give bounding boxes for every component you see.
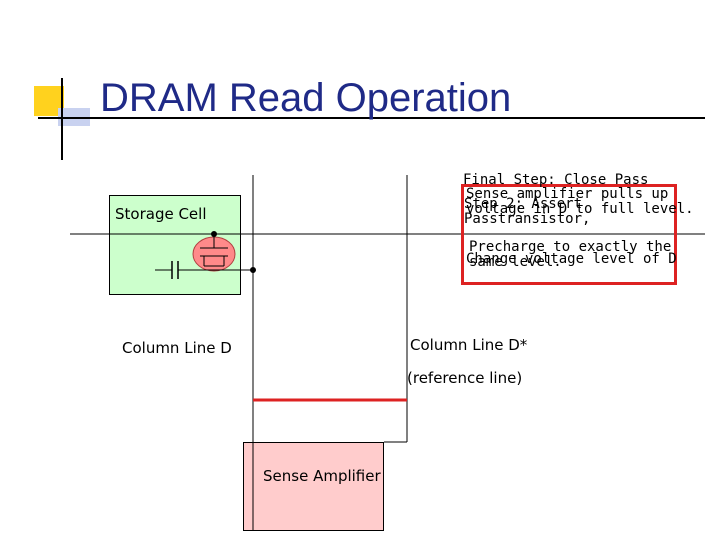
step-sense-text: Sense amplifier pulls up voltage in D to…: [466, 186, 694, 217]
storage-cell-label: Storage Cell: [115, 205, 207, 223]
slide-title: DRAM Read Operation: [100, 76, 512, 120]
column-line-d-label: Column Line D: [122, 339, 232, 357]
step-final-text: Final Step: Close Pass: [463, 172, 649, 188]
step-precharge-text: Precharge to exactly the same level.: [469, 239, 672, 270]
sense-amplifier-box: [243, 442, 384, 531]
title-underline: [38, 117, 705, 119]
word-line-junction-dot: [211, 231, 217, 237]
column-line-d-star-label: Column Line D*: [410, 336, 528, 354]
pass-transistor-icon: [192, 234, 236, 272]
reference-line-label: (reference line): [407, 369, 523, 387]
step-assert-text: Step 2: Assert Passtransistor,: [464, 196, 591, 227]
step-callout-box: [461, 184, 677, 285]
capacitor-icon: [155, 261, 253, 279]
sense-amplifier-label: Sense Amplifier: [263, 467, 381, 485]
title-accent-vertical-line: [61, 78, 63, 160]
column-d-junction-dot: [250, 267, 256, 273]
step-change-text: Change voltage level of D: [466, 251, 677, 267]
